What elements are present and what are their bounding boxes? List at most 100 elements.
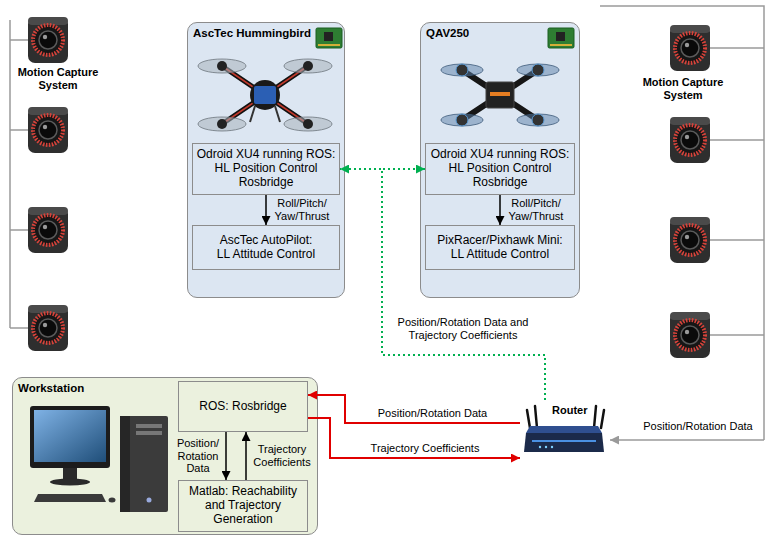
device-label: Router — [552, 404, 587, 417]
tower — [120, 416, 168, 512]
board — [548, 28, 574, 48]
label-box: Position/Rotation Data — [640, 420, 756, 433]
camera-wire — [600, 6, 764, 440]
propeller — [198, 59, 246, 73]
edge-label: Trajectory Coefficients — [251, 443, 313, 468]
motor — [456, 114, 468, 126]
router-node: Router — [520, 400, 610, 462]
drone-panel: AscTec HummingbirdOdroid XU4 running ROS… — [187, 22, 345, 298]
drone-arm-stripe — [222, 66, 308, 124]
propeller — [441, 114, 483, 126]
edge-label: Position/ Rotation Data — [175, 437, 221, 475]
drone-panel: QAV250Odroid XU4 running ROS: HL Positio… — [420, 22, 580, 298]
process-box: ROS: Rosbridge — [178, 381, 308, 432]
drone-body — [486, 82, 514, 108]
system-label: Motion Capture System — [633, 76, 733, 102]
edge-label: Position/Rotation Data and Trajectory Co… — [392, 316, 534, 341]
router-top — [526, 426, 602, 433]
panel-title: Workstation — [13, 379, 84, 396]
panel-title: AscTec Hummingbird — [188, 24, 311, 41]
edge-label-box: Roll/Pitch/ Yaw/Thrust — [271, 197, 333, 222]
qav250-illustration — [441, 64, 559, 126]
drone-body — [250, 80, 280, 110]
monitor-screen — [34, 410, 106, 462]
box-label: Matlab: Reachability and Trajectory Gene… — [185, 485, 301, 526]
workstation-illustration — [30, 406, 168, 512]
edge-label: Trajectory Coefficients — [360, 442, 490, 455]
antenna — [527, 406, 604, 428]
router-body — [524, 433, 604, 452]
box-label: PixRacer/Pixhawk Mini: LL Attitude Contr… — [432, 234, 568, 262]
chip — [556, 32, 565, 41]
keyboard — [34, 494, 106, 502]
process-box: AscTec AutoPilot: LL Attitude Control — [192, 225, 340, 270]
edge-label: Position/Rotation Data — [368, 407, 498, 420]
box-label: Odroid XU4 running ROS: HL Position Cont… — [429, 148, 571, 189]
propeller — [517, 64, 559, 76]
tower-side — [120, 416, 130, 512]
label-box: Motion Capture System — [633, 76, 733, 102]
router-lights — [532, 440, 596, 442]
edge-label-box: Position/ Rotation Data — [175, 437, 221, 475]
drive-bay — [136, 424, 162, 428]
propeller — [198, 117, 246, 131]
camera-icon — [670, 217, 710, 263]
box-label: ROS: Rosbridge — [199, 400, 286, 414]
system-label: Motion Capture System — [13, 66, 103, 92]
motor — [532, 114, 544, 126]
router-led — [545, 446, 547, 448]
motor — [303, 119, 313, 129]
propeller — [284, 59, 332, 73]
monitor-frame — [30, 406, 110, 468]
edge-label-box: Trajectory Coefficients — [360, 442, 490, 455]
motor — [456, 64, 468, 76]
motor — [303, 61, 313, 71]
landing-leg — [250, 106, 280, 122]
camera-icon — [28, 107, 68, 153]
edge-label-box: Roll/Pitch/ Yaw/Thrust — [505, 197, 567, 222]
hummingbird-illustration — [198, 59, 332, 131]
router-led — [551, 446, 553, 448]
process-box: Odroid XU4 running ROS: HL Position Cont… — [425, 143, 575, 195]
odroid-board — [548, 28, 574, 48]
pins — [318, 44, 340, 46]
edge-label-box: Position/Rotation Data — [368, 407, 498, 420]
process-box: PixRacer/Pixhawk Mini: LL Attitude Contr… — [425, 225, 575, 270]
box-label: AscTec AutoPilot: LL Attitude Control — [213, 234, 319, 262]
edge-label-box: Trajectory Coefficients — [251, 443, 313, 468]
connector-group — [226, 169, 545, 480]
drive-bay — [136, 431, 162, 435]
monitor-base — [50, 479, 90, 486]
drone-strip — [490, 92, 510, 96]
drone-plate — [254, 86, 276, 104]
board — [316, 28, 342, 48]
monitor-stand — [63, 468, 77, 480]
camera-icon — [670, 25, 710, 71]
camera-icon — [28, 207, 68, 253]
edge-label: Roll/Pitch/ Yaw/Thrust — [271, 197, 333, 222]
camera-icon — [28, 305, 68, 351]
box-label: Odroid XU4 running ROS: HL Position Cont… — [195, 148, 337, 189]
drone-arm — [462, 70, 538, 120]
router-led — [539, 446, 541, 448]
drone-arm — [222, 66, 308, 124]
label-box: Motion Capture System — [13, 66, 103, 92]
odroid-board — [316, 28, 342, 48]
edge-label: Roll/Pitch/ Yaw/Thrust — [505, 197, 567, 222]
camera-icon — [28, 17, 68, 63]
mouse — [109, 498, 116, 503]
motor — [217, 119, 227, 129]
connector — [499, 195, 501, 225]
camera-icon — [670, 117, 710, 163]
connector — [308, 395, 520, 423]
router-illustration — [524, 406, 604, 452]
process-box: Odroid XU4 running ROS: HL Position Cont… — [192, 143, 340, 195]
motor — [532, 64, 544, 76]
chip — [324, 32, 333, 41]
pins — [550, 44, 572, 46]
connector — [225, 432, 227, 480]
data-arrow — [610, 439, 764, 441]
motor — [217, 61, 227, 71]
propeller — [517, 114, 559, 126]
propeller — [441, 64, 483, 76]
